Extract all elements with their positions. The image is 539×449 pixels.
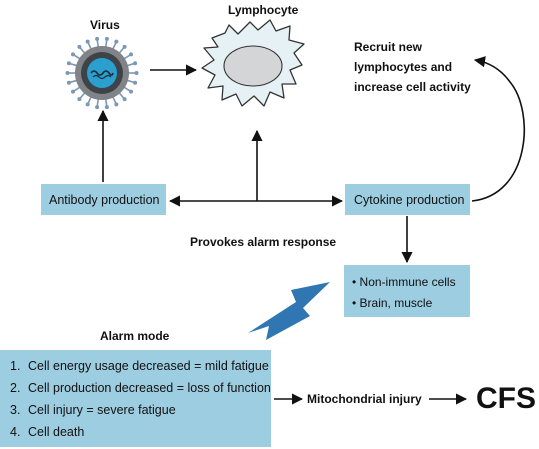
virus-spike-tip — [122, 97, 127, 102]
virus-spike — [87, 42, 92, 50]
virus-spike-tip — [104, 105, 109, 110]
cytokine-label: Cytokine production — [354, 193, 465, 207]
virus-spike — [79, 92, 86, 99]
non-immune-box: • Non-immune cells • Brain, muscle — [344, 265, 470, 317]
virus-spike-tip — [114, 102, 119, 107]
recruit-line-3: increase cell activity — [354, 80, 471, 94]
arrow-recruit-loop — [471, 56, 526, 202]
mitochondrial-injury-label: Mitochondrial injury — [307, 392, 422, 406]
virus-spike — [96, 98, 100, 106]
cfs-label: CFS — [476, 382, 536, 415]
virus-spike-tip — [104, 36, 109, 41]
antibody-box: Antibody production — [41, 184, 166, 215]
virus-spike-tip — [114, 39, 119, 44]
alarm-item-2: 2.Cell production decreased = loss of fu… — [10, 381, 271, 395]
virus-spike — [126, 79, 134, 84]
lymphocyte-icon — [201, 19, 305, 107]
virus-spike — [70, 62, 78, 67]
virus-spike-tip — [95, 105, 100, 110]
virus-spike — [73, 86, 81, 92]
alarm-mode-title: Alarm mode — [100, 329, 170, 343]
virus-spike — [96, 40, 100, 48]
lymphocyte-label: Lymphocyte — [228, 3, 299, 17]
virus-spike — [112, 42, 117, 50]
virus-spike-tip — [77, 97, 82, 102]
virus-spike — [126, 62, 134, 67]
antibody-label: Antibody production — [49, 193, 160, 207]
virus-spike-tip — [70, 52, 75, 57]
lightning-icon — [248, 282, 330, 340]
non-immune-item-2: • Brain, muscle — [352, 296, 433, 310]
virus-spike-tip — [129, 89, 134, 94]
virus-spike-tip — [129, 52, 134, 57]
virus-spike — [123, 86, 131, 92]
virus-spike-tip — [85, 39, 90, 44]
virus-icon — [65, 36, 139, 110]
virus-spike — [73, 54, 81, 60]
virus-spike — [112, 96, 117, 104]
virus-spike-tip — [85, 102, 90, 107]
virus-spike — [79, 47, 86, 54]
virus-spike-tip — [70, 89, 75, 94]
alarm-item-3: 3.Cell injury = severe fatigue — [10, 403, 176, 417]
recruit-line-2: lymphocytes and — [354, 60, 453, 74]
virus-spike — [104, 40, 108, 48]
virus-spike — [118, 92, 125, 99]
virus-spike-tip — [65, 71, 70, 75]
alarm-mode-box: 1.Cell energy usage decreased = mild fat… — [0, 350, 271, 447]
virus-spike — [118, 47, 125, 54]
recruit-line-1: Recruit new — [354, 40, 423, 54]
virus-spike-tip — [133, 80, 138, 85]
virus-spike-tip — [95, 36, 100, 41]
virus-spike-tip — [134, 71, 139, 75]
virus-spike — [87, 96, 92, 104]
virus-spike-tip — [66, 80, 71, 85]
virus-spike-tip — [77, 44, 82, 49]
virus-spike-tip — [122, 44, 127, 49]
alarm-item-1: 1.Cell energy usage decreased = mild fat… — [10, 359, 269, 373]
non-immune-item-1: • Non-immune cells — [352, 275, 456, 289]
alarm-item-4: 4.Cell death — [10, 425, 85, 439]
virus-label: Virus — [90, 18, 120, 32]
alarm-response-label: Provokes alarm response — [190, 235, 337, 249]
recruit-label: Recruit new lymphocytes and increase cel… — [354, 37, 471, 97]
virus-spike-tip — [133, 61, 138, 66]
virus-spike — [70, 79, 78, 84]
virus-spike — [104, 98, 108, 106]
virus-spike-tip — [66, 61, 71, 66]
cytokine-box: Cytokine production — [345, 184, 470, 215]
virus-spike — [123, 54, 131, 60]
